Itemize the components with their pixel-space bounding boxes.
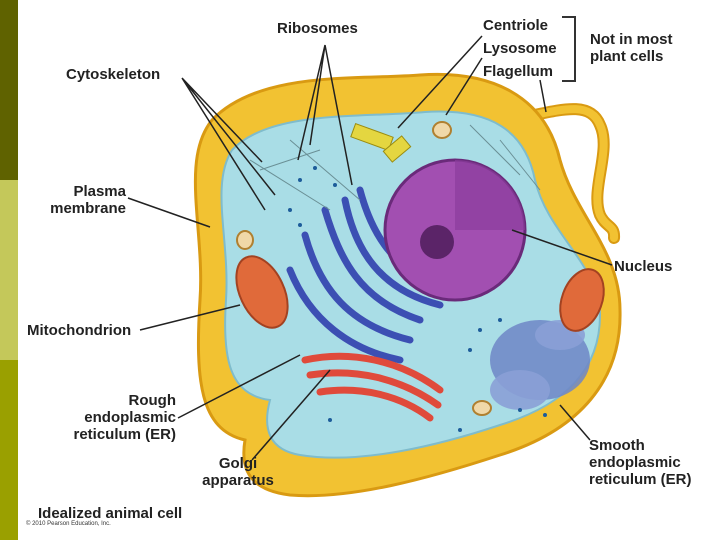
accent-bar-bottom — [0, 360, 18, 540]
label-cytoskeleton: Cytoskeleton — [66, 66, 161, 83]
bracket — [562, 16, 576, 82]
golgi-apparatus — [301, 352, 444, 422]
leader-centriole — [397, 35, 483, 129]
label-plasma-membrane: Plasma membrane — [50, 183, 126, 217]
leader-nucleus — [511, 229, 613, 266]
label-mitochondrion: Mitochondrion — [27, 322, 132, 339]
label-smooth-er: Smooth endoplasmic reticulum (ER) — [589, 437, 692, 488]
label-lysosome: Lysosome — [483, 40, 557, 57]
leader-lysosome — [445, 57, 483, 116]
cytoskeleton — [249, 124, 541, 211]
free-ribosomes — [288, 166, 547, 432]
leader-cytoskeleton — [181, 77, 276, 211]
lysosome — [472, 400, 492, 416]
label-flagellum: Flagellum — [483, 63, 554, 80]
leader-rough-er — [177, 354, 301, 419]
leader-ribosomes — [297, 44, 353, 186]
copyright-credit: © 2010 Pearson Education, Inc. — [26, 521, 111, 527]
mitochondrion-left — [235, 255, 289, 329]
accent-bar-middle — [0, 180, 18, 360]
mitochondrion-right — [559, 268, 605, 332]
label-not-in-plant-cells: Not in most plant cells — [590, 31, 673, 65]
diagram-title: Idealized animal cell — [38, 505, 183, 522]
label-rough-er: Rough endoplasmic reticulum (ER) — [73, 392, 176, 443]
leader-mitochondrion — [139, 304, 241, 331]
label-ribosomes: Ribosomes — [277, 20, 358, 37]
lysosome — [432, 121, 452, 139]
centriole — [350, 122, 412, 163]
label-nucleus: Nucleus — [614, 258, 673, 275]
leader-flagellum — [539, 79, 547, 113]
lysosome — [236, 230, 254, 250]
leader-smooth-er — [559, 404, 591, 441]
leader-plasma-membrane — [127, 197, 211, 228]
accent-bar-top — [0, 0, 18, 180]
label-centriole: Centriole — [483, 17, 549, 34]
label-golgi-apparatus: Golgi apparatus — [202, 455, 274, 489]
leader-golgi — [251, 369, 331, 461]
nucleolus — [420, 225, 454, 259]
